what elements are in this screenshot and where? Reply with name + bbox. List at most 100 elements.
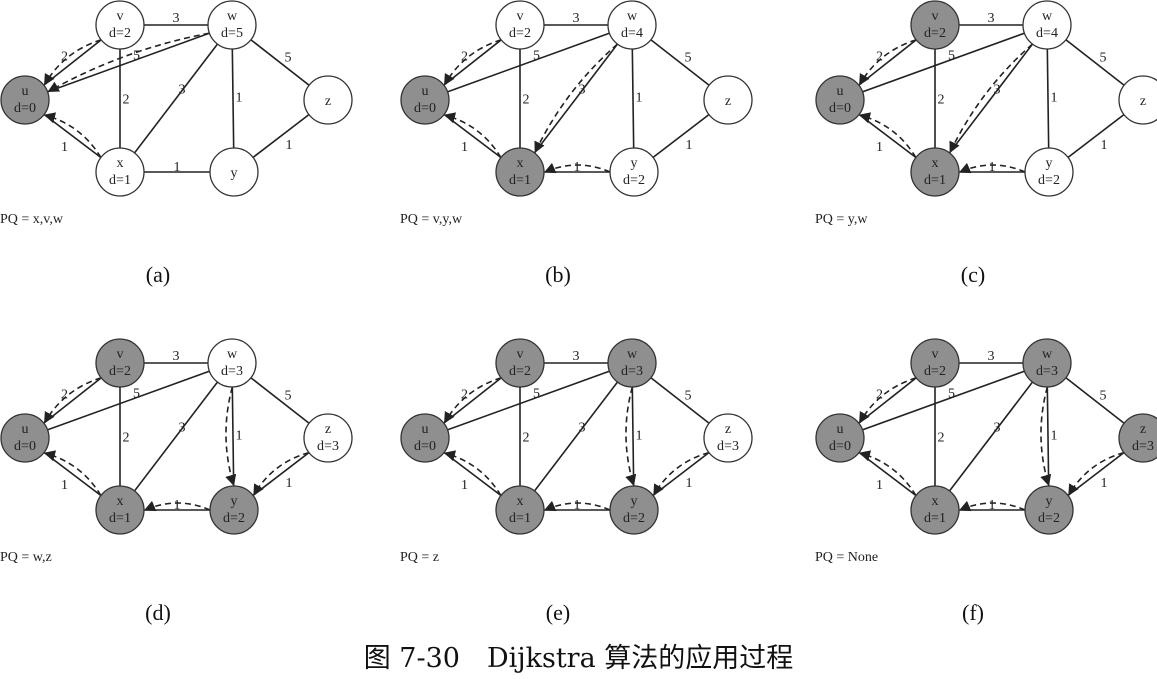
node-distance: d=2: [223, 511, 245, 526]
node-u: u d=0: [400, 75, 450, 125]
node-z: zd=3: [1118, 413, 1157, 463]
node-name: y: [631, 494, 638, 509]
node-w: wd=4: [1022, 0, 1072, 50]
edge-weight: 1: [686, 138, 693, 153]
node-y-circle: [209, 147, 259, 197]
node-name: z: [325, 94, 331, 109]
edge-u-w: [839, 362, 1048, 439]
node-z-circle: [1118, 75, 1157, 125]
edge-weight: 1: [286, 138, 293, 153]
node-name: z: [725, 94, 731, 109]
node-v: vd=2: [495, 338, 545, 388]
edge-weight: 1: [636, 429, 643, 444]
pred-arrow-x-u: [858, 450, 917, 496]
edge-weight: 5: [285, 389, 292, 404]
edge-x-w: [934, 362, 1048, 511]
edge-weight: 3: [573, 349, 580, 364]
pred-arrow-y-x: [543, 500, 611, 512]
pred-arrow-w-x: [534, 43, 618, 154]
node-name: x: [517, 494, 524, 509]
node-v-circle: [910, 0, 960, 50]
node-v-circle: [495, 0, 545, 50]
edge-u-w: [24, 362, 233, 439]
node-u-circle: [815, 413, 865, 463]
node-name: w: [227, 9, 238, 24]
edge-weight: 5: [285, 51, 292, 66]
node-name: z: [1140, 94, 1146, 109]
node-v: vd=2: [95, 0, 145, 50]
edge-weight: 1: [876, 140, 883, 155]
node-y-circle: [1024, 485, 1074, 535]
edge-weight: 2: [61, 50, 68, 65]
node-name: w: [227, 347, 238, 362]
node-y-circle: [209, 485, 259, 535]
panel-label: (a): [146, 262, 170, 287]
edge-weight: 1: [61, 140, 68, 155]
figure-caption: 图 7-30 Dijkstra 算法的应用过程: [363, 643, 794, 674]
figure-caption-wrap: 图 7-30 Dijkstra 算法的应用过程: [0, 636, 1157, 675]
node-z-circle: [703, 413, 753, 463]
node-v: vd=2: [910, 0, 960, 50]
edge-weight: 1: [61, 478, 68, 493]
node-name: y: [1046, 494, 1053, 509]
pred-arrow-x-u: [443, 112, 502, 158]
edge-weight: 1: [1051, 91, 1058, 106]
node-name: x: [932, 156, 939, 171]
edge-weight: 5: [133, 387, 140, 402]
node-distance: d=0: [414, 101, 436, 116]
edge-weight: 2: [938, 431, 945, 446]
node-name: x: [117, 494, 124, 509]
edge-weight: 2: [938, 93, 945, 108]
node-w: wd=4: [607, 0, 657, 50]
node-u: ud=0: [0, 75, 50, 125]
node-name: z: [725, 422, 731, 437]
node-u: ud=0: [815, 413, 865, 463]
node-name: x: [117, 156, 124, 171]
edge-weight: 5: [948, 387, 955, 402]
node-name: v: [517, 9, 524, 24]
node-u-circle: [0, 413, 50, 463]
pred-arrow-z-y: [253, 451, 310, 496]
node-u-circle: [815, 75, 865, 125]
edge-x-w: [119, 362, 233, 511]
node-w-circle: [607, 338, 657, 388]
node-w-circle: [1022, 338, 1072, 388]
pred-arrow-w-y: [625, 386, 637, 487]
node-name: y: [1046, 156, 1053, 171]
node-distance: d=2: [623, 173, 645, 188]
edge-u-w: [424, 24, 633, 101]
node-x: xd=1: [910, 485, 960, 535]
node-y: yd=2: [1024, 485, 1074, 535]
panel-label: (e): [546, 600, 570, 625]
panel-label: (d): [145, 600, 171, 625]
node-name: y: [231, 166, 238, 181]
node-name: v: [517, 347, 524, 362]
node-name: u: [422, 84, 429, 99]
node-v: vd=2: [495, 0, 545, 50]
node-w: wd=3: [607, 338, 657, 388]
edge-weight: 5: [533, 49, 540, 64]
edge-weight: 5: [948, 49, 955, 64]
node-distance: d=2: [924, 26, 946, 41]
node-w: wd=5: [207, 0, 257, 50]
edge-weight: 3: [988, 349, 995, 364]
node-w: wd=3: [1022, 338, 1072, 388]
edge-weight: 2: [523, 93, 530, 108]
panel-label: (b): [545, 262, 571, 287]
priority-queue-label: PQ = z: [400, 550, 439, 565]
priority-queue-label: PQ = y,w: [815, 212, 868, 227]
edge-weight: 1: [876, 478, 883, 493]
pred-arrow-y-x: [143, 500, 211, 512]
node-y: y d=2: [1024, 147, 1074, 197]
node-z: z: [703, 75, 753, 125]
panel-label: (f): [962, 600, 984, 625]
edge-weight: 2: [61, 388, 68, 403]
node-name: y: [631, 156, 638, 171]
node-distance: d=2: [1038, 173, 1060, 188]
pred-arrow-w-y: [1040, 386, 1052, 487]
node-name: z: [325, 422, 331, 437]
node-distance: d=1: [109, 173, 131, 188]
